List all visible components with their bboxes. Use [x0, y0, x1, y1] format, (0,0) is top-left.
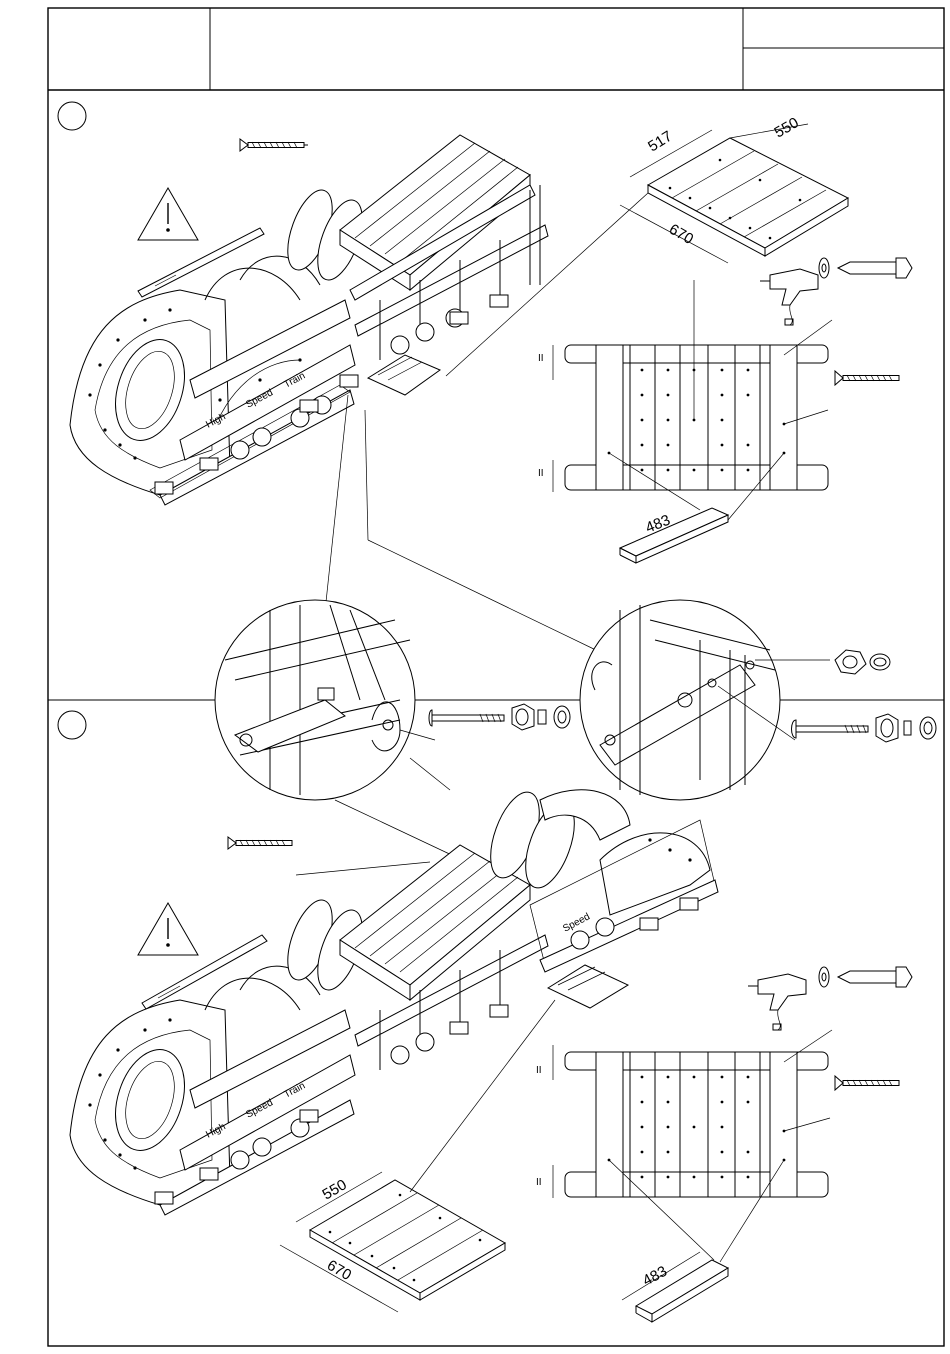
nut-icon — [876, 714, 898, 742]
washer-icon — [538, 710, 546, 724]
dim-width-step1: 550 — [772, 114, 802, 141]
dim-width-step2: 550 — [320, 1176, 350, 1203]
step-1-marker — [58, 102, 86, 130]
carriage-bolt-icon — [792, 720, 869, 738]
level-tool — [138, 228, 264, 297]
screw-icon — [240, 139, 308, 151]
washer-icon — [904, 721, 911, 735]
spacer-mark-top-step2: II — [536, 1065, 542, 1076]
base-plan-step2 — [553, 1030, 832, 1198]
cap-icon — [870, 654, 890, 670]
dim-length-step2: 670 — [324, 1257, 354, 1284]
level-tool — [142, 935, 267, 1009]
cap-icon — [554, 706, 570, 728]
carriage-bolt-icon — [429, 710, 504, 726]
slat-length-step2: 483 — [640, 1263, 670, 1290]
warning-icon — [138, 903, 198, 955]
drill-icon — [760, 269, 818, 325]
cap-icon — [920, 717, 936, 739]
drill-icon — [748, 974, 806, 1030]
dim-depth-step1: 517 — [645, 128, 675, 156]
screw-icon — [835, 1076, 899, 1090]
nut-icon — [512, 704, 534, 730]
train-assembly-step1: High Speed Train — [70, 135, 548, 505]
screw-icon — [228, 837, 292, 849]
dim-length-step1: 670 — [666, 221, 696, 248]
screw-icon — [835, 371, 899, 385]
step-2-marker — [58, 711, 86, 739]
spacer-mark-bottom-step1: II — [538, 468, 544, 479]
spacer-mark-bottom-step2: II — [536, 1177, 542, 1188]
washer-icon — [819, 258, 829, 278]
spacer-mark-top-step1: II — [538, 353, 544, 364]
washer-icon — [819, 967, 829, 987]
detail-circle-left — [215, 600, 435, 800]
warning-icon — [138, 188, 198, 240]
nut-icon — [835, 650, 866, 674]
bolt-icon — [838, 258, 912, 278]
bolt-icon — [838, 967, 912, 987]
